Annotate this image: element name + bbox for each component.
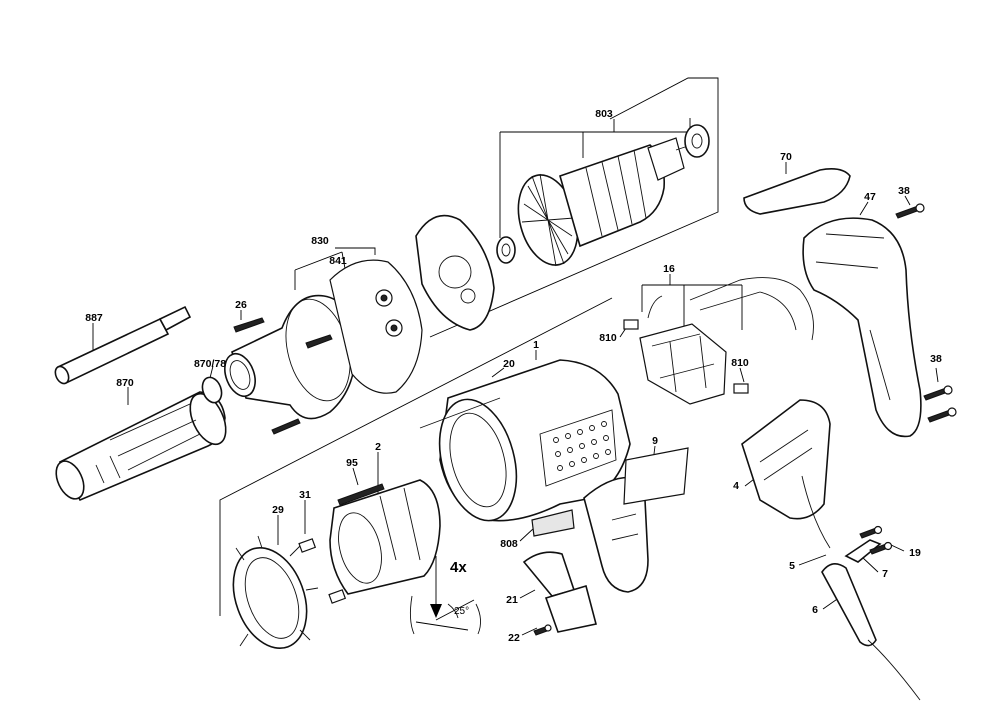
clamp-screws-part <box>859 525 893 555</box>
clip-screw-part <box>533 624 552 636</box>
detail-angle: 25° <box>454 606 469 617</box>
label-810-left: 810 <box>599 332 617 344</box>
detail-multiplier: 4x <box>450 559 467 576</box>
part-labels: 803 70 38 47 830 841 16 887 26 810 870/7… <box>85 108 942 644</box>
ring-part <box>201 376 223 404</box>
label-803: 803 <box>595 108 613 120</box>
label-5: 5 <box>789 560 795 572</box>
belt-clip-part <box>522 551 597 633</box>
label-6: 6 <box>812 604 818 616</box>
wire-20-part <box>419 397 501 429</box>
bit-holder-part <box>54 305 192 385</box>
label-830: 830 <box>311 235 329 247</box>
label-870: 870 <box>116 377 134 389</box>
label-9: 9 <box>652 435 658 447</box>
label-870-78: 870/78 <box>194 358 226 370</box>
label-21: 21 <box>506 594 518 606</box>
power-cord-part <box>801 475 921 701</box>
label-22: 22 <box>508 632 520 644</box>
baffle-ring-part <box>232 535 319 650</box>
label-810-right: 810 <box>731 357 749 369</box>
label-1: 1 <box>533 339 539 351</box>
label-4: 4 <box>733 480 739 492</box>
switch-part <box>741 399 831 520</box>
leader-lines <box>92 77 939 636</box>
depth-locator-part <box>55 391 227 502</box>
armature-assembly-part <box>415 124 710 331</box>
label-19: 19 <box>909 547 921 559</box>
label-20: 20 <box>503 358 515 370</box>
label-47: 47 <box>864 191 876 203</box>
handle-screws <box>895 203 957 423</box>
pins-31-part <box>298 538 347 604</box>
label-29: 29 <box>272 504 284 516</box>
label-sheet-part <box>623 447 689 505</box>
label-38-top: 38 <box>898 185 910 197</box>
motor-housing-part <box>438 359 649 593</box>
label-808: 808 <box>500 538 518 550</box>
pin-95-part <box>337 483 385 506</box>
label-7: 7 <box>882 568 888 580</box>
label-31: 31 <box>299 489 311 501</box>
label-841: 841 <box>329 255 347 267</box>
handle-half-part <box>802 217 922 438</box>
screw-parts <box>233 317 333 435</box>
top-cover-part <box>743 168 851 215</box>
gear-plate-part <box>329 259 423 394</box>
label-2: 2 <box>375 441 381 453</box>
label-887: 887 <box>85 312 103 324</box>
label-70: 70 <box>780 151 792 163</box>
label-808-part <box>531 509 575 537</box>
label-16: 16 <box>663 263 675 275</box>
brush-holder-assembly-part <box>623 277 814 405</box>
label-26: 26 <box>235 299 247 311</box>
detail-inset <box>409 556 481 635</box>
cable-clamp-part <box>844 539 882 563</box>
label-38-bottom: 38 <box>930 353 942 365</box>
label-95: 95 <box>346 457 358 469</box>
field-stator-part <box>329 479 441 595</box>
